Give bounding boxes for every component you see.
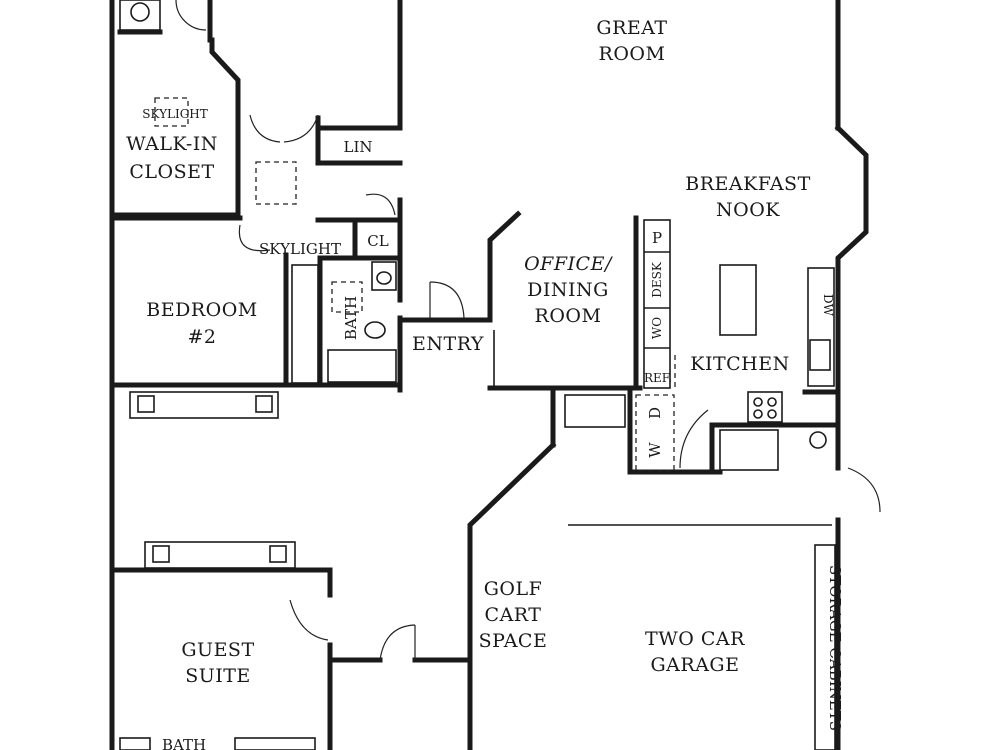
golf-cart-label-3: SPACE (479, 630, 548, 652)
bedroom2-label-2: #2 (187, 326, 216, 348)
office-label-2: DINING (527, 279, 609, 301)
golf-cart-label-2: CART (485, 604, 542, 626)
room-labels: GREAT ROOM SKYLIGHT WALK-IN CLOSET LIN B… (126, 17, 844, 750)
linen-label: LIN (343, 138, 372, 156)
closet-label: CL (367, 232, 388, 250)
guest-suite-label: GUEST (181, 639, 254, 661)
walk-in-closet-label: WALK-IN (126, 133, 218, 155)
door-swings (175, 0, 881, 661)
office-label-3: ROOM (535, 305, 602, 327)
dryer-label: D (646, 407, 664, 419)
walk-in-closet-label-2: CLOSET (129, 161, 214, 183)
walls (109, 0, 869, 750)
pantry-label: P (652, 229, 662, 247)
entry-label: ENTRY (412, 333, 484, 355)
desk-label: DESK (650, 261, 664, 298)
breakfast-nook-label-2: NOOK (716, 199, 780, 221)
storage-cabinets-label: STORAGE CABINETS (826, 565, 844, 731)
details (119, 0, 836, 750)
great-room-label-2: ROOM (599, 43, 666, 65)
garage-label-2: GARAGE (651, 654, 740, 676)
guest-bath-label: BATH (162, 736, 206, 750)
skylight-hall-label: SKYLIGHT (259, 240, 341, 258)
wall-oven-label: WO (650, 317, 664, 339)
bedroom2-label: BEDROOM (146, 299, 257, 321)
great-room-label: GREAT (596, 17, 667, 39)
office-label: OFFICE/ (524, 253, 613, 275)
washer-label: W (646, 442, 664, 458)
dashed-outlines (154, 97, 676, 472)
skylight-closet-label: SKYLIGHT (142, 107, 208, 121)
golf-cart-label: GOLF (484, 578, 543, 600)
garage-label: TWO CAR (645, 628, 745, 650)
kitchen-label: KITCHEN (690, 353, 789, 375)
guest-suite-label-2: SUITE (185, 665, 251, 687)
bath-label: BATH (342, 296, 360, 340)
breakfast-nook-label: BREAKFAST (685, 173, 811, 195)
refrigerator-label: REF. (644, 371, 672, 385)
dishwasher-label: DW (821, 294, 835, 317)
